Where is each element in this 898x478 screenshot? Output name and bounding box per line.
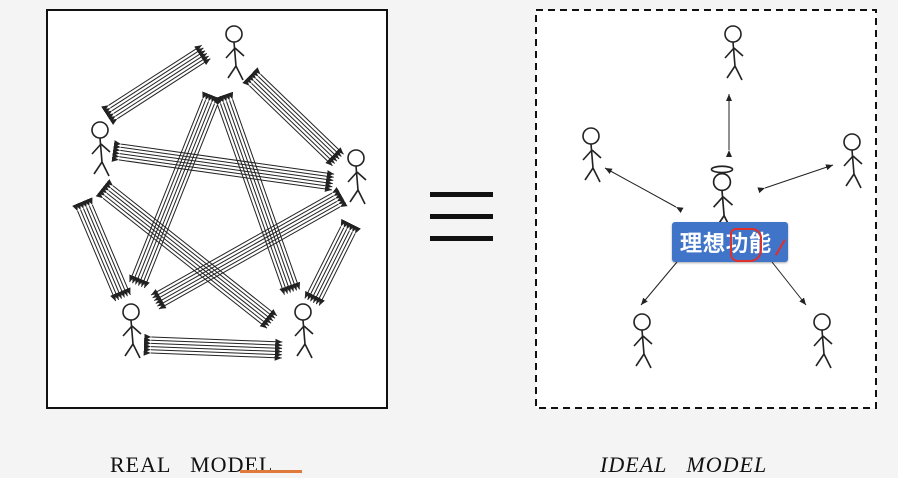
person-icon (225, 25, 245, 81)
halo-icon (710, 165, 734, 174)
arrow-bundle (143, 333, 283, 361)
real-model-caption: REAL MODEL (110, 452, 274, 477)
equivalence-bar-bottom (430, 236, 493, 241)
person-icon (122, 303, 142, 359)
person-icon (724, 25, 744, 81)
equivalence-bar-top (430, 192, 493, 197)
equivalence-symbol (430, 192, 493, 241)
person-icon (294, 303, 314, 359)
real-model-caption-underline (240, 470, 302, 473)
real-model-people (91, 25, 367, 359)
person-icon (582, 127, 602, 183)
arrow (640, 254, 684, 306)
real-model-arrows (72, 44, 361, 361)
ideal-model-arrows (604, 94, 834, 306)
arrow-bundle (150, 186, 348, 310)
ideal-model-frame (535, 9, 877, 409)
person-icon (633, 313, 653, 369)
arrow (765, 254, 807, 306)
ideal-model-people (582, 25, 863, 369)
equivalence-bar-middle (430, 214, 493, 219)
ideal-person-icon (710, 165, 734, 231)
arrow (757, 164, 834, 194)
person-icon (347, 149, 367, 205)
ideal-model-caption: IDEAL MODEL (600, 452, 768, 477)
person-icon (813, 313, 833, 369)
person-icon (843, 133, 863, 189)
arrow (604, 167, 684, 213)
annotation-circle (730, 228, 762, 262)
person-icon (91, 121, 111, 177)
